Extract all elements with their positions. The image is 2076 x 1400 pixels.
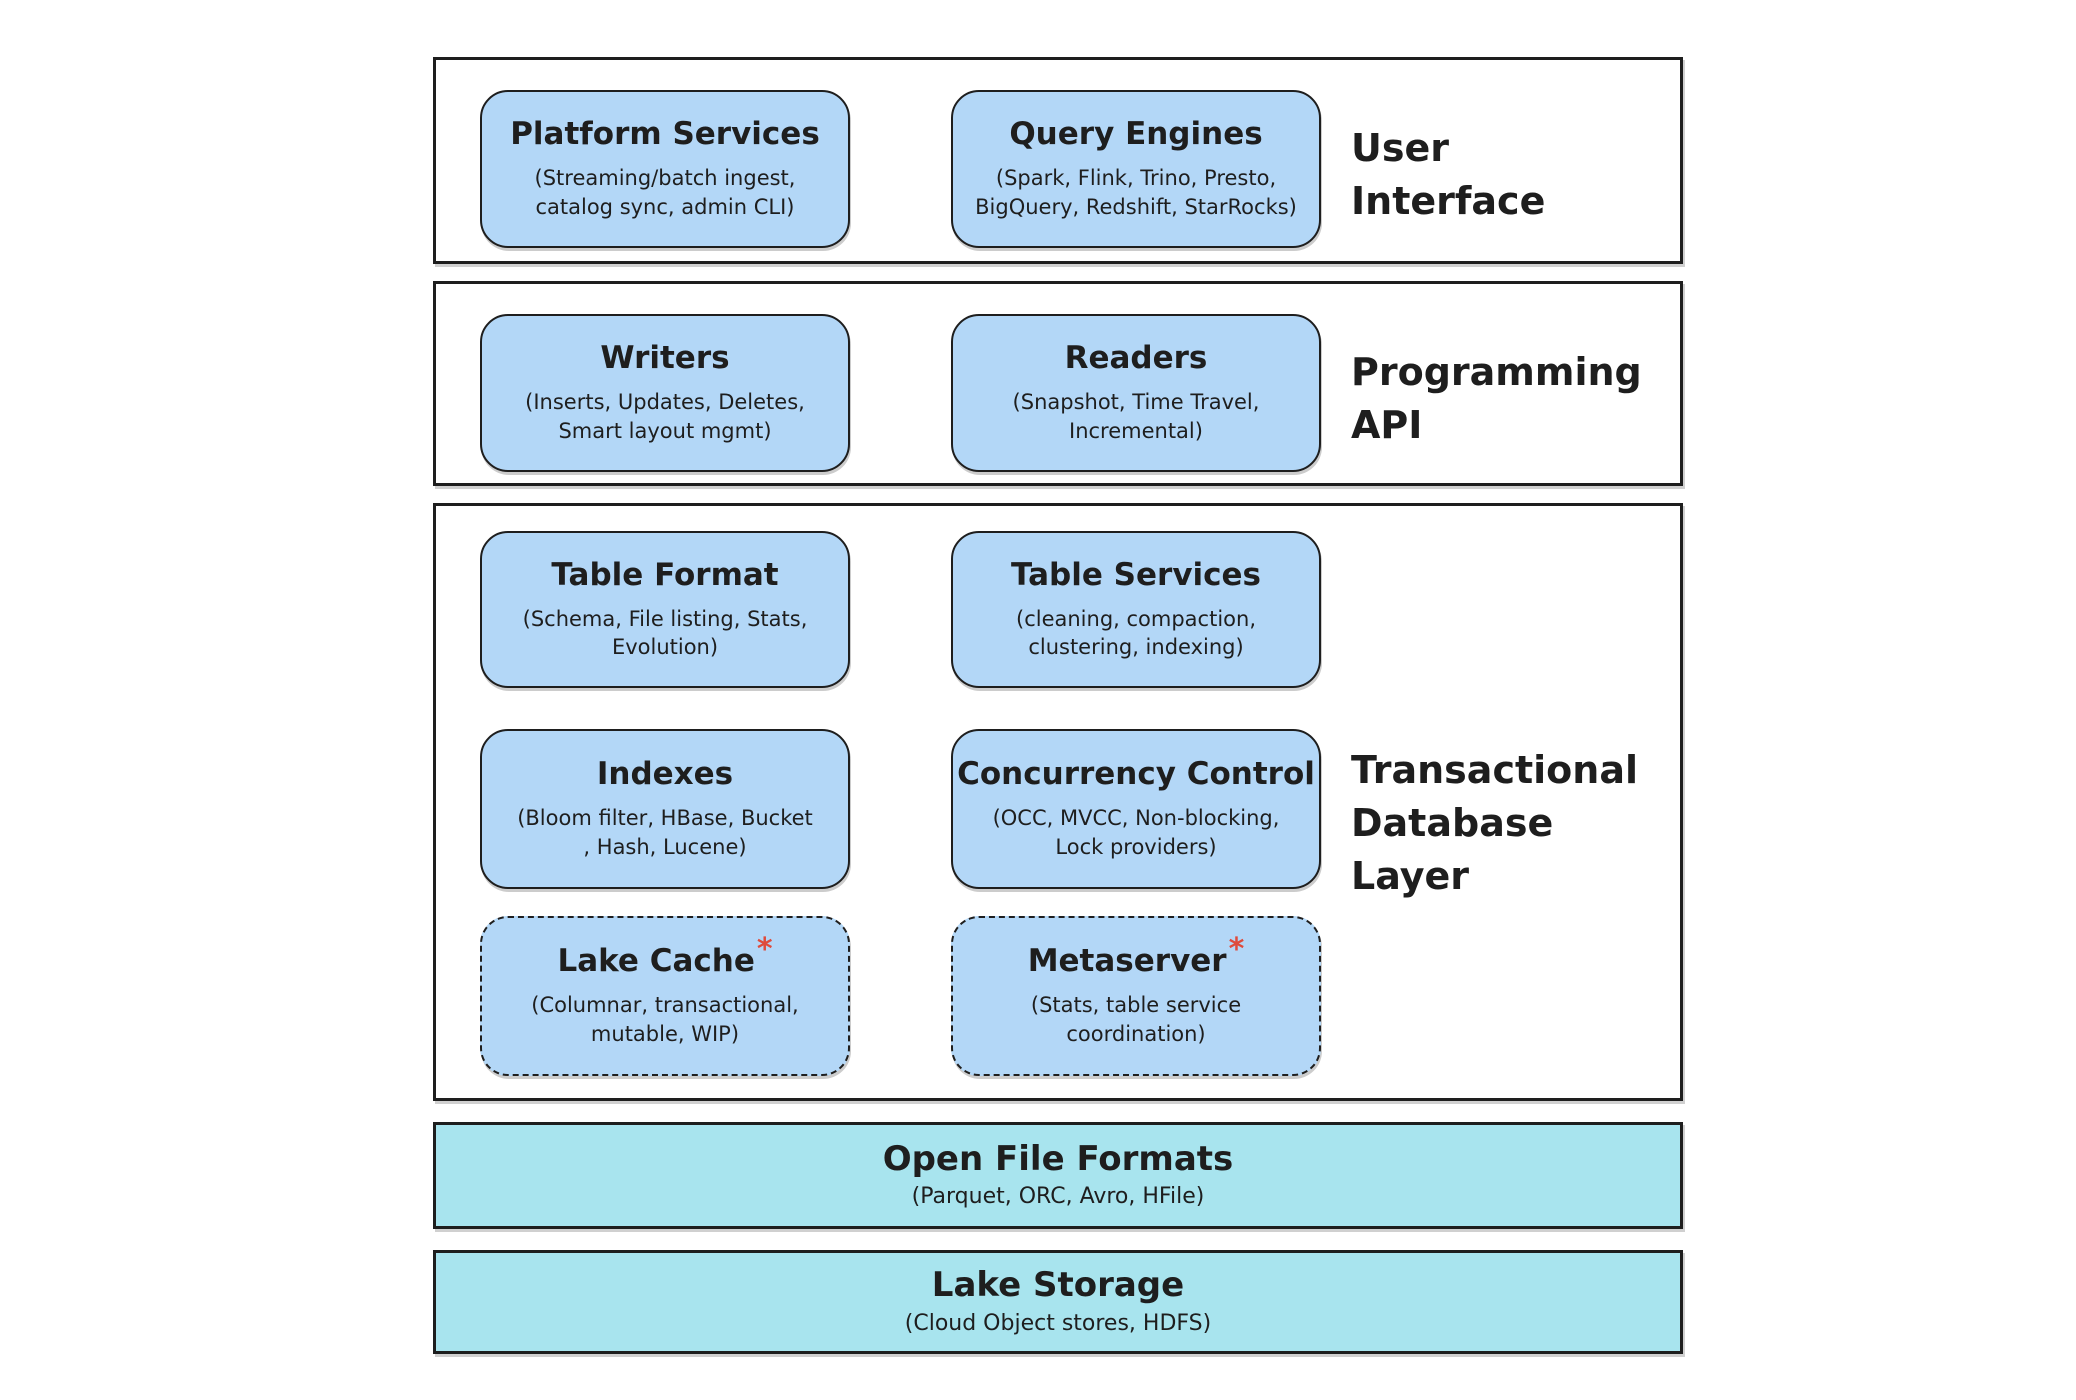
- box-title: Table Format: [551, 556, 779, 593]
- box-writers: Writers (Inserts, Updates, Deletes, Smar…: [480, 314, 850, 472]
- box-subtitle: (Inserts, Updates, Deletes, Smart layout…: [525, 390, 805, 443]
- box-title-text: Metaserver: [1027, 943, 1227, 980]
- bar-title: Open File Formats: [882, 1138, 1234, 1179]
- wip-asterisk: *: [1228, 932, 1245, 968]
- box-metaserver: Metaserver* (Stats, table service coordi…: [951, 916, 1321, 1076]
- box-title-text: Lake Cache: [557, 943, 755, 980]
- box-title: Platform Services: [510, 116, 820, 153]
- box-platform-services: Platform Services (Streaming/batch inges…: [480, 90, 850, 248]
- box-table-services: Table Services (cleaning, compaction, cl…: [951, 531, 1321, 688]
- box-title: Metaserver*: [1027, 935, 1245, 980]
- box-subtitle: (Schema, File listing, Stats, Evolution): [522, 606, 808, 660]
- box-subtitle: (Streaming/batch ingest, catalog sync, a…: [534, 166, 796, 219]
- box-lake-cache: Lake Cache* (Columnar, transactional, mu…: [480, 916, 850, 1076]
- bar-subtitle: (Parquet, ORC, Avro, HFile): [911, 1184, 1205, 1209]
- box-subtitle: (Stats, table service coordination): [1030, 993, 1242, 1046]
- box-table-format: Table Format (Schema, File listing, Stat…: [480, 531, 850, 688]
- bar-open-file-formats: Open File Formats (Parquet, ORC, Avro, H…: [433, 1122, 1683, 1229]
- box-subtitle: (cleaning, compaction, clustering, index…: [1016, 606, 1256, 660]
- box-subtitle: (Bloom filter, HBase, Bucket , Hash, Luc…: [517, 806, 813, 859]
- section-user-interface: Platform Services (Streaming/batch inges…: [433, 57, 1683, 264]
- box-subtitle: (Columnar, transactional, mutable, WIP): [531, 993, 799, 1046]
- box-query-engines: Query Engines (Spark, Flink, Trino, Pres…: [951, 90, 1321, 248]
- box-subtitle: (OCC, MVCC, Non-blocking, Lock providers…: [992, 806, 1280, 859]
- box-concurrency-control: Concurrency Control (OCC, MVCC, Non-bloc…: [951, 729, 1321, 889]
- box-title: Concurrency Control: [957, 756, 1315, 793]
- bar-title: Lake Storage: [931, 1265, 1185, 1306]
- bar-lake-storage: Lake Storage (Cloud Object stores, HDFS): [433, 1250, 1683, 1354]
- box-title: Table Services: [1010, 556, 1262, 593]
- layer-label-transactional-database: Transactional Database Layer: [1351, 748, 1638, 899]
- box-subtitle: (Snapshot, Time Travel, Incremental): [1012, 390, 1260, 443]
- layer-label-programming-api: Programming API: [1351, 350, 1642, 448]
- box-title: Readers: [1064, 340, 1208, 377]
- box-title: Lake Cache*: [557, 935, 772, 980]
- bar-subtitle: (Cloud Object stores, HDFS): [904, 1310, 1212, 1336]
- wip-asterisk: *: [756, 932, 773, 968]
- box-indexes: Indexes (Bloom filter, HBase, Bucket , H…: [480, 729, 850, 889]
- box-title: Indexes: [596, 756, 734, 793]
- box-title: Query Engines: [1009, 116, 1263, 153]
- section-programming-api: Writers (Inserts, Updates, Deletes, Smar…: [433, 281, 1683, 486]
- box-title: Writers: [600, 340, 730, 377]
- box-subtitle: (Spark, Flink, Trino, Presto, BigQuery, …: [975, 166, 1297, 219]
- box-readers: Readers (Snapshot, Time Travel, Incremen…: [951, 314, 1321, 472]
- layer-label-user-interface: User Interface: [1351, 126, 1546, 224]
- section-transactional-database-layer: Table Format (Schema, File listing, Stat…: [433, 503, 1683, 1101]
